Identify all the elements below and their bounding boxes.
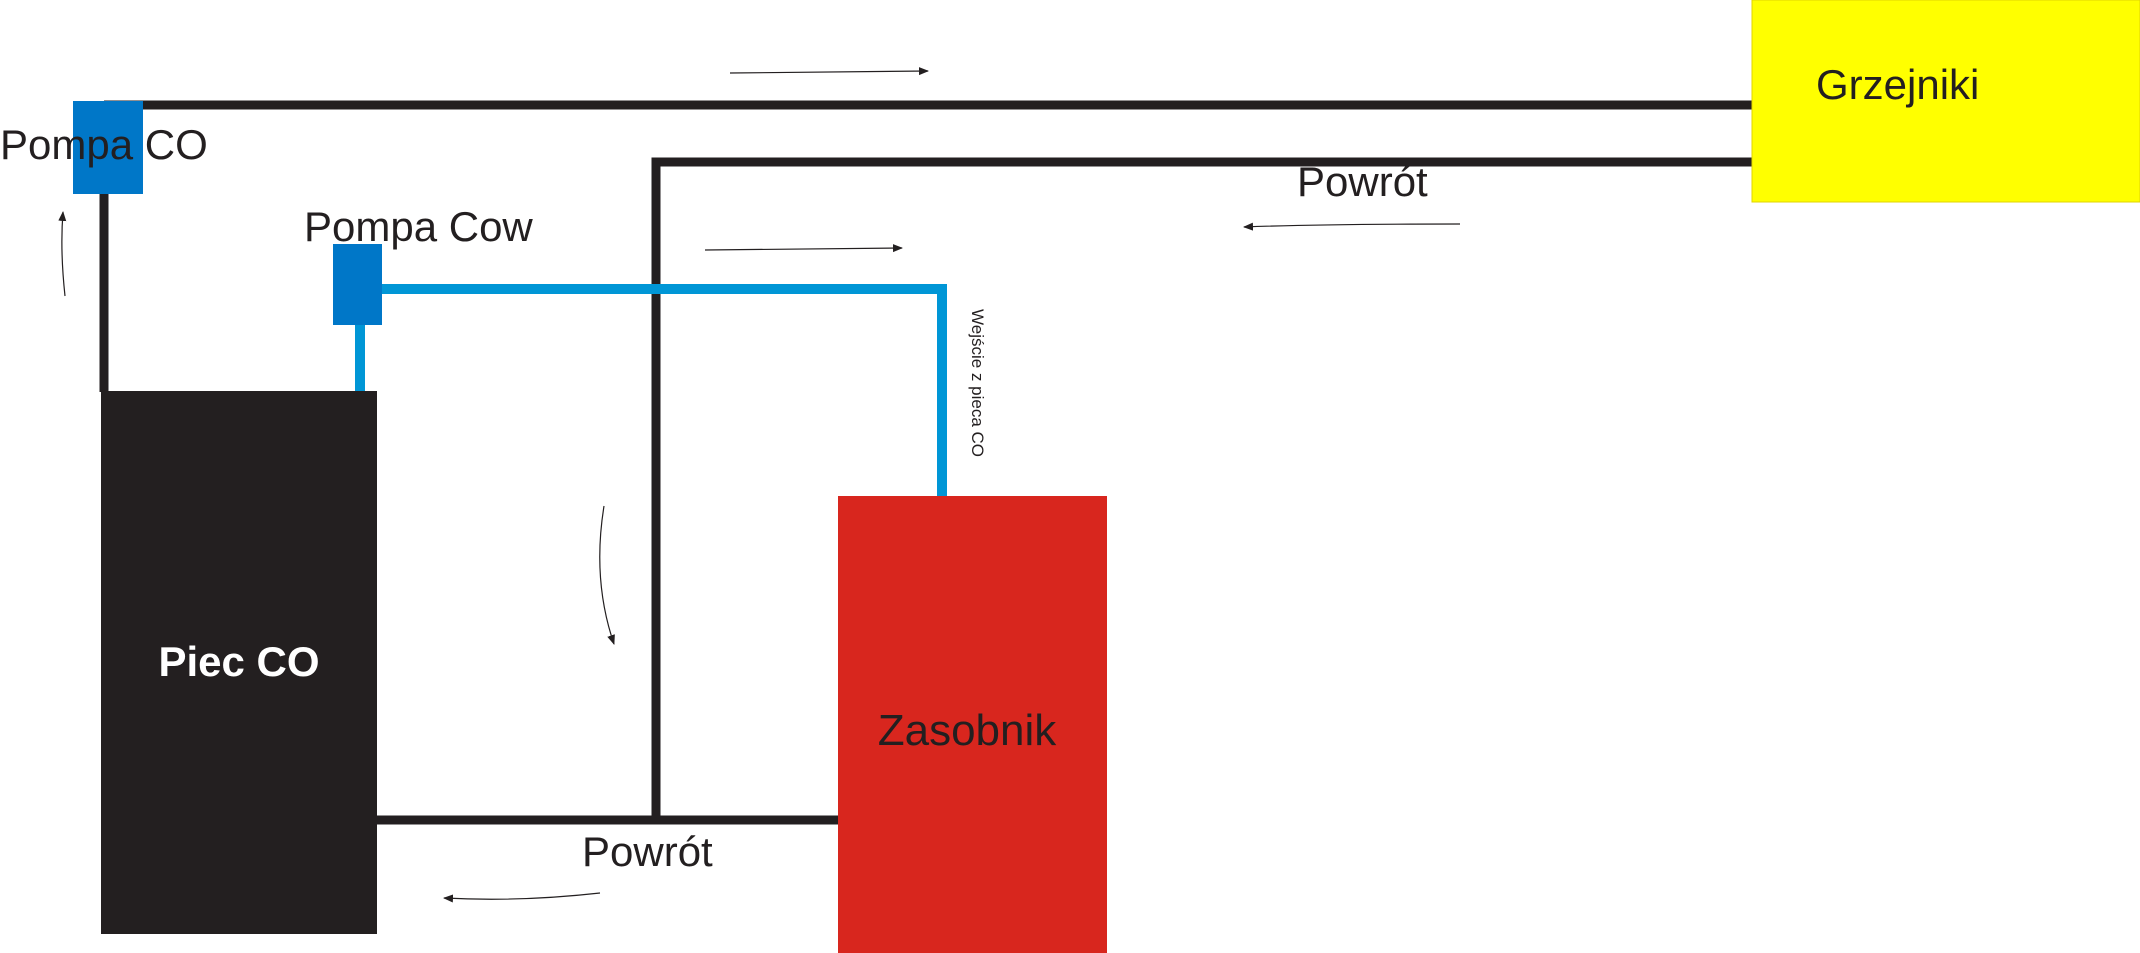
dhw-pump-icon	[333, 244, 382, 325]
tank-block	[838, 496, 1107, 953]
heating-pipes	[99, 100, 1752, 825]
flow-arrow-return-bottom	[443, 892, 601, 903]
radiators-block	[1751, 0, 2140, 203]
tank-label: Zasobnik	[878, 706, 1058, 755]
radiators-label: Grzejniki	[1816, 61, 1979, 108]
dhw-pipe-top	[380, 284, 947, 497]
flow-arrow-return-top	[1243, 222, 1461, 231]
return-label-top: Powrót	[1297, 158, 1428, 205]
flow-arrow-riser	[58, 211, 67, 297]
tank-inlet-label: Wejście z pieca CO	[968, 309, 987, 457]
dhw-pipes	[355, 284, 947, 497]
flow-arrow-supply-top	[729, 67, 929, 76]
flow-arrow-dhw	[704, 244, 903, 253]
flow-arrow-return-vertical	[599, 505, 615, 645]
return-pipe-upper	[651, 157, 1752, 822]
co-pump-label: Pompa CO	[0, 121, 208, 168]
return-label-bottom: Powrót	[582, 828, 713, 875]
dhw-pump-label: Pompa Cow	[304, 203, 533, 250]
boiler-block	[101, 391, 377, 934]
boiler-label: Piec CO	[158, 638, 319, 685]
flow-arrows	[58, 67, 1461, 903]
co-pump-icon	[73, 101, 143, 194]
